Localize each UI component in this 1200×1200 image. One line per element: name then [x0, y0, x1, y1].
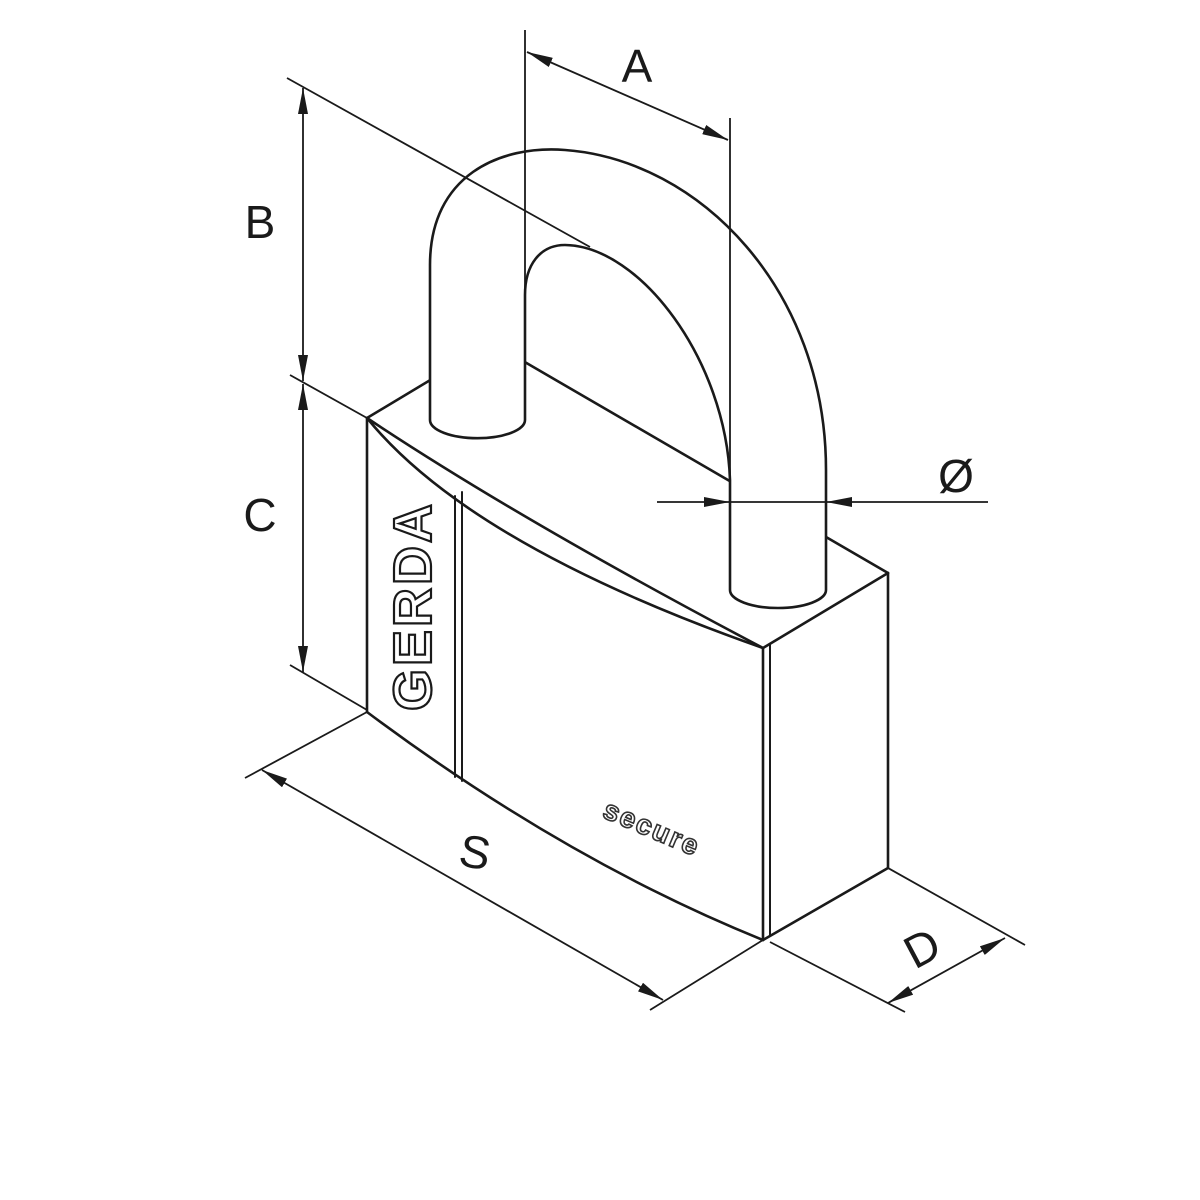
top-face-right-edge — [761, 571, 890, 650]
body-side-face — [761, 571, 890, 942]
extension-line — [649, 939, 764, 1011]
extension-line — [289, 374, 368, 419]
top-face-front-edge — [365, 416, 765, 650]
extension-line — [887, 867, 1026, 946]
dimension-line — [887, 937, 1006, 1004]
dimension-line — [261, 769, 664, 1001]
extension-line — [286, 77, 591, 248]
shackle — [428, 148, 828, 610]
dimension-b-c: B C — [243, 77, 591, 711]
dimension-label-c: C — [243, 489, 276, 541]
dimension-label-a: A — [622, 40, 653, 92]
side-face-bottom-edge — [761, 866, 890, 942]
extension-line — [769, 941, 906, 1013]
top-bevel-edge — [365, 416, 765, 650]
dimension-a: A — [524, 30, 731, 490]
dimension-label-b: B — [245, 196, 276, 248]
brand-logo: GERDA — [383, 501, 443, 711]
extension-line — [289, 664, 368, 711]
extension-line — [244, 711, 368, 779]
dimension-label-diameter: Ø — [938, 450, 974, 502]
dimension-diameter: Ø — [657, 450, 988, 507]
dimension-line — [526, 51, 729, 141]
